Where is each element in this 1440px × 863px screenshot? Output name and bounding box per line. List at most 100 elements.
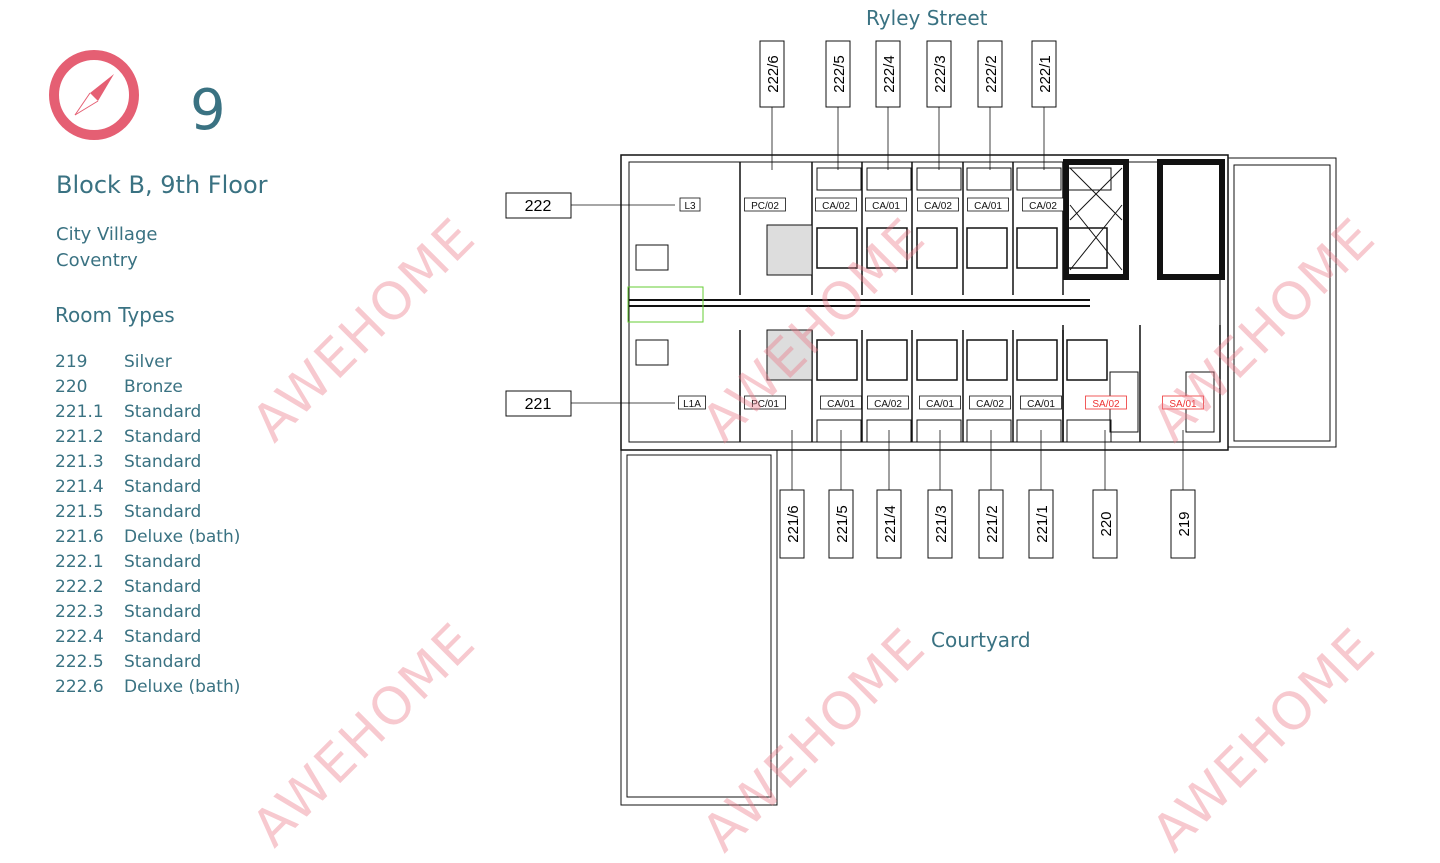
callout-box[interactable] — [926, 40, 952, 108]
legend-room-type: Standard — [124, 402, 202, 422]
plant — [635, 339, 669, 366]
legend-room-type: Standard — [124, 577, 202, 597]
callout-box[interactable] — [505, 192, 572, 219]
legend-room-type: Standard — [124, 452, 202, 472]
callout-label: 222/5 — [831, 55, 848, 93]
callout-box[interactable] — [505, 390, 572, 417]
wall — [916, 227, 958, 269]
callout-label: 221/2 — [984, 505, 1001, 543]
room-label: CA/02 — [924, 201, 952, 212]
room-label: PC/02 — [751, 201, 779, 212]
callout-box[interactable] — [876, 489, 902, 559]
wall — [816, 339, 858, 381]
callout-label: 222/1 — [1037, 55, 1054, 93]
legend-room-id: 221.2 — [55, 427, 104, 447]
wall — [816, 419, 862, 443]
callout-box[interactable] — [875, 40, 901, 108]
legend-room-type: Deluxe (bath) — [124, 677, 241, 697]
wall — [916, 167, 962, 191]
roof-annex — [1227, 157, 1337, 448]
legend-room-id: 221.3 — [55, 452, 104, 472]
legend-room-id: 221.5 — [55, 502, 104, 522]
callout-label: 221/5 — [834, 505, 851, 543]
legend-room-id: 222.1 — [55, 552, 104, 572]
callout-box[interactable] — [759, 40, 785, 108]
room-label: CA/02 — [976, 399, 1004, 410]
page-title: Block B, 9th Floor — [56, 171, 268, 199]
wall — [1066, 419, 1112, 443]
callout-label: 219 — [1176, 511, 1193, 536]
legend-heading: Room Types — [55, 303, 175, 327]
room-label: PC/01 — [751, 399, 779, 410]
callout-box[interactable] — [779, 489, 805, 559]
line — [1069, 204, 1123, 271]
room-label: SA/02 — [1092, 399, 1120, 410]
legend-room-type: Bronze — [124, 377, 183, 397]
legend-room-id: 220 — [55, 377, 88, 397]
room-label: CA/02 — [874, 399, 902, 410]
legend-room-id: 221.6 — [55, 527, 104, 547]
compass-icon — [49, 50, 139, 140]
room-label: CA/01 — [827, 399, 855, 410]
callout-box[interactable] — [1170, 489, 1196, 559]
callout-box[interactable] — [825, 40, 851, 108]
riser — [627, 286, 704, 323]
address-line2: Coventry — [56, 250, 138, 271]
room-label: L1A — [683, 399, 701, 410]
legend-room-id: 222.2 — [55, 577, 104, 597]
street-label: Ryley Street — [866, 6, 988, 30]
callout-label: 221/4 — [882, 505, 899, 543]
callout-label: 221/3 — [933, 505, 950, 543]
callout-label: 221/6 — [785, 505, 802, 543]
legend-room-type: Silver — [124, 352, 172, 372]
room-label: L3 — [684, 201, 696, 212]
callout-label: 222/3 — [932, 55, 949, 93]
legend-room-type: Deluxe (bath) — [124, 527, 241, 547]
callout-box[interactable] — [927, 489, 953, 559]
room-label: CA/02 — [1029, 201, 1057, 212]
legend-room-id: 221.1 — [55, 402, 104, 422]
legend-room-id: 221.4 — [55, 477, 104, 497]
legend-room-id: 222.5 — [55, 652, 104, 672]
wall — [626, 454, 772, 798]
wall — [866, 167, 912, 191]
room-label: CA/01 — [926, 399, 954, 410]
wall — [1016, 339, 1058, 381]
wall — [1233, 164, 1331, 442]
wall — [966, 227, 1008, 269]
callout-label: 220 — [1098, 511, 1115, 536]
callout-box[interactable] — [1092, 489, 1118, 559]
callout-box[interactable] — [1031, 40, 1057, 108]
room-label: CA/01 — [872, 201, 900, 212]
wall — [866, 339, 908, 381]
line — [1069, 167, 1123, 221]
legend-room-type: Standard — [124, 502, 202, 522]
legend-room-id: 222.4 — [55, 627, 104, 647]
courtyard-label: Courtyard — [931, 628, 1031, 652]
legend-room-type: Standard — [124, 477, 202, 497]
callout-label: 222/2 — [983, 55, 1000, 93]
room-label: CA/02 — [822, 201, 850, 212]
legend-room-type: Standard — [124, 427, 202, 447]
wall — [966, 419, 1012, 443]
wall — [1066, 339, 1108, 381]
address-line1: City Village — [56, 224, 158, 245]
wall — [816, 167, 862, 191]
callout-label: 221 — [525, 396, 552, 413]
legend-room-type: Standard — [124, 627, 202, 647]
callout-box[interactable] — [828, 489, 854, 559]
callout-box[interactable] — [977, 40, 1003, 108]
callout-label: 222/6 — [765, 55, 782, 93]
legend-room-type: Standard — [124, 552, 202, 572]
callout-label: 222/4 — [881, 55, 898, 93]
callout-label: 222 — [525, 198, 552, 215]
room-label: SA/01 — [1169, 399, 1197, 410]
room-label: CA/01 — [974, 201, 1002, 212]
legend-room-type: Standard — [124, 652, 202, 672]
wall — [866, 227, 908, 269]
fire-zone — [766, 329, 813, 381]
legend-room-type: Standard — [124, 602, 202, 622]
wall — [916, 339, 958, 381]
wall — [1016, 167, 1062, 191]
